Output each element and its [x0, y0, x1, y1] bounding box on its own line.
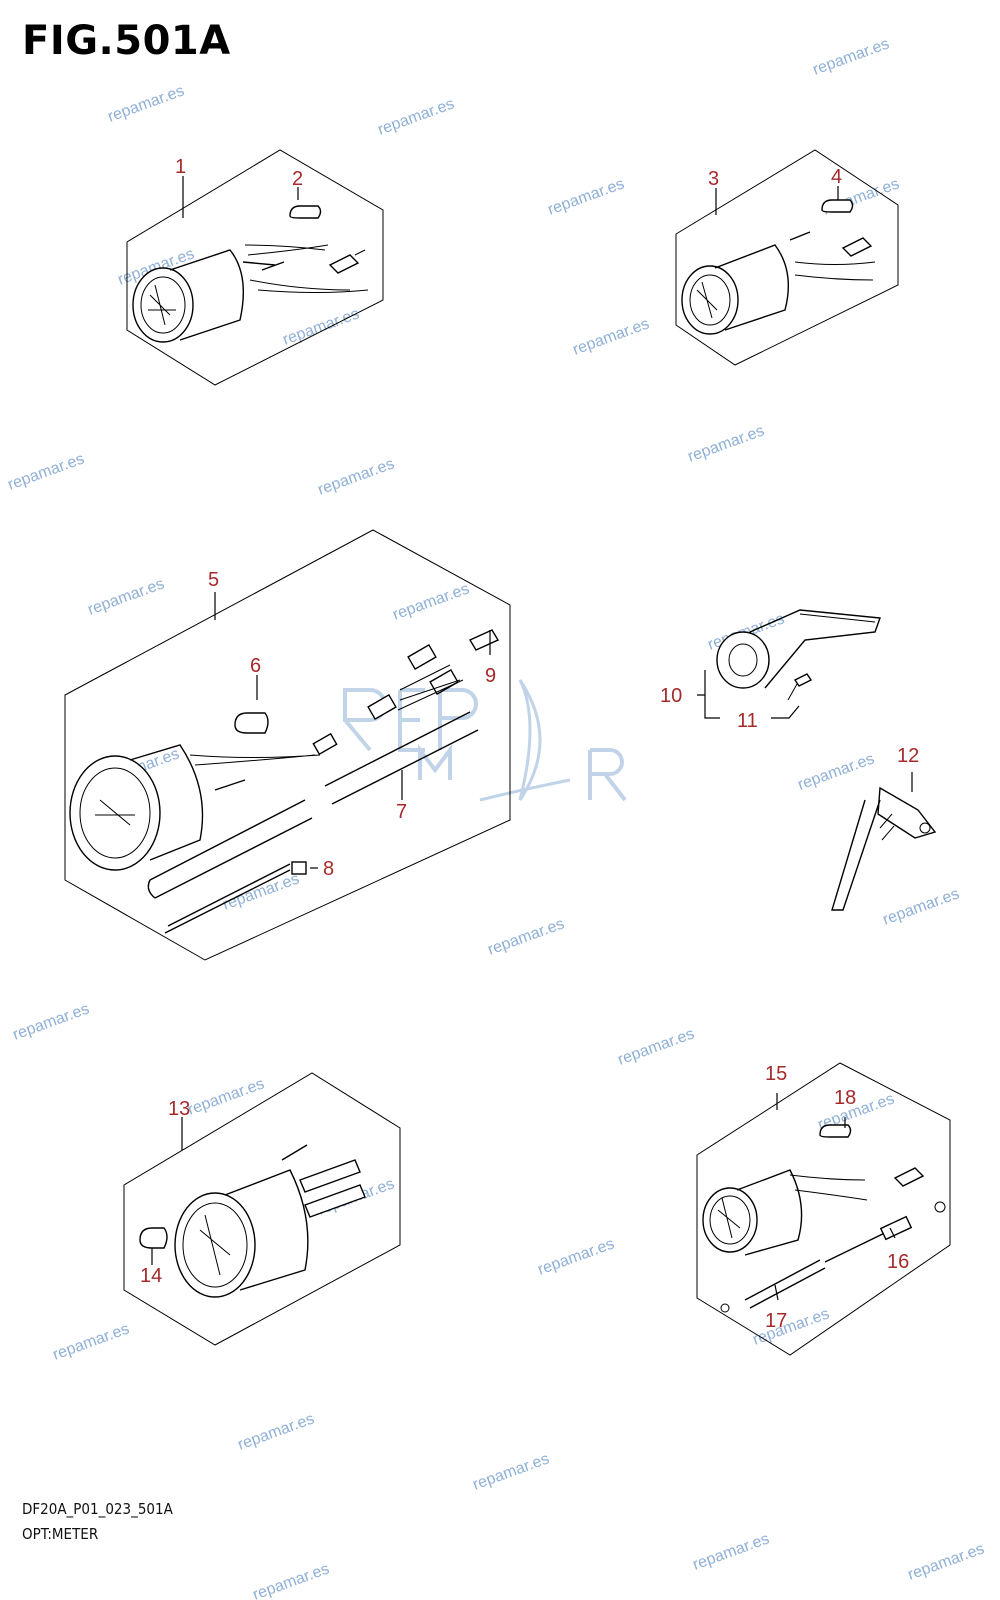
watermark: repamar.es [906, 1540, 987, 1583]
watermark: repamar.es [471, 1450, 552, 1493]
watermark: repamar.es [486, 915, 567, 958]
watermark: repamar.es [571, 315, 652, 358]
watermark: repamar.es [686, 422, 767, 465]
callout-2: 2 [292, 168, 303, 190]
watermark: repamar.es [11, 1000, 92, 1043]
callout-18: 18 [834, 1087, 856, 1109]
callout-8: 8 [323, 858, 334, 880]
watermark: repamar.es [796, 750, 877, 793]
watermark: repamar.es [691, 1530, 772, 1573]
watermark: repamar.es [316, 455, 397, 498]
callout-1: 1 [175, 156, 186, 178]
watermark: repamar.es [106, 82, 187, 125]
callout-6: 6 [250, 655, 261, 677]
part-group-15 [696, 1062, 951, 1356]
callout-3: 3 [708, 168, 719, 190]
part-group-10 [697, 609, 881, 719]
callout-17: 17 [765, 1310, 787, 1332]
watermark: repamar.es [86, 575, 167, 618]
part-group-3 [675, 149, 899, 366]
watermark: repamar.es [536, 1235, 617, 1278]
callout-11: 11 [737, 710, 758, 732]
watermark: repamar.es [186, 1075, 267, 1118]
part-group-5 [64, 529, 511, 961]
watermark: repamar.es [616, 1025, 697, 1068]
watermark: repamar.es [391, 580, 472, 623]
callout-12: 12 [897, 745, 919, 767]
watermark: repamar.es [376, 95, 457, 138]
callout-10: 10 [660, 685, 682, 707]
callout-5: 5 [208, 569, 219, 591]
watermark: repamar.es [221, 870, 302, 913]
watermark: repamar.es [236, 1410, 317, 1453]
callouts: 1 2 3 4 5 6 7 8 9 10 11 12 13 14 15 16 1… [140, 156, 919, 1332]
callout-14: 14 [140, 1265, 162, 1287]
watermark: repamar.es [251, 1560, 332, 1600]
watermark: repamar.es [751, 1305, 832, 1348]
callout-9: 9 [485, 665, 496, 687]
part-group-1 [126, 149, 384, 386]
repamar-logo [343, 679, 627, 802]
callout-7: 7 [396, 801, 407, 823]
watermark: repamar.es [6, 450, 87, 493]
watermark: repamar.es [281, 305, 362, 348]
callout-15: 15 [765, 1063, 787, 1085]
watermark: repamar.es [51, 1320, 132, 1363]
part-group-13 [123, 1072, 401, 1346]
watermark: repamar.es [546, 175, 627, 218]
callout-4: 4 [831, 166, 842, 188]
watermark: repamar.es [881, 885, 962, 928]
watermark: repamar.es [811, 35, 892, 78]
drawing-subtitle: OPT:METER [22, 1525, 99, 1543]
figure-title: FIG.501A [22, 18, 231, 64]
callout-16: 16 [887, 1251, 909, 1273]
callout-13: 13 [168, 1098, 190, 1120]
part-group-12 [831, 786, 937, 911]
drawing-code: DF20A_P01_023_501A [22, 1500, 173, 1518]
